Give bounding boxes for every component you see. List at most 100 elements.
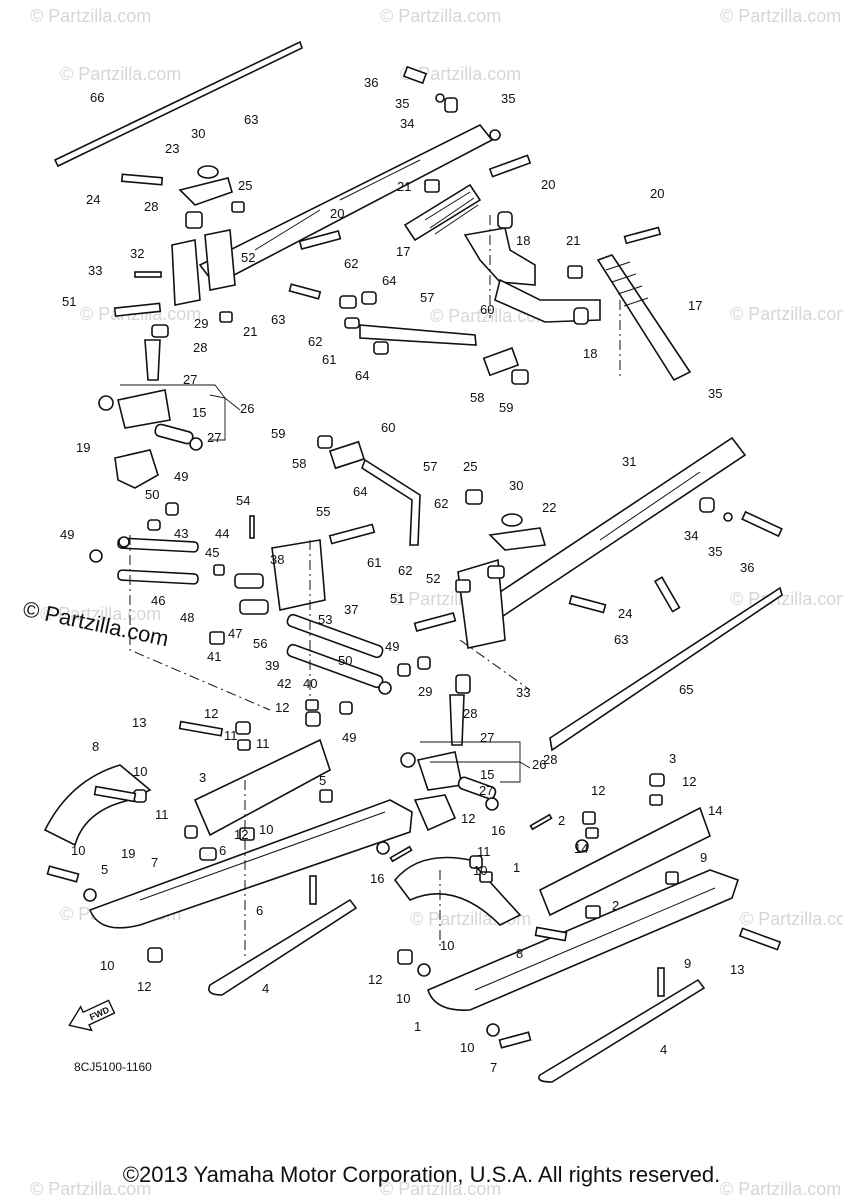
callout-label: 63 bbox=[244, 112, 258, 127]
callout-label: 5 bbox=[101, 862, 108, 877]
copyright-notice: ©2013 Yamaha Motor Corporation, U.S.A. A… bbox=[122, 1162, 721, 1187]
callout-label: 66 bbox=[90, 90, 104, 105]
callout-label: 7 bbox=[151, 855, 158, 870]
callout-label: 10 bbox=[396, 991, 410, 1006]
callout-label: 49 bbox=[385, 639, 399, 654]
callout-label: 26 bbox=[532, 757, 546, 772]
callout-label: 7 bbox=[490, 1060, 497, 1075]
part-3-ski-bracket-left bbox=[193, 738, 331, 837]
watermark: © Partzilla.com bbox=[40, 604, 161, 624]
callout-label: 59 bbox=[499, 400, 513, 415]
callout-label: 1 bbox=[513, 860, 520, 875]
part-3-ski-bracket-right bbox=[538, 806, 711, 917]
callout-label: 36 bbox=[364, 75, 378, 90]
watermark: © Partzilla.com bbox=[30, 1179, 151, 1199]
watermark: © Partzilla.com bbox=[720, 6, 841, 26]
callout-label: 23 bbox=[165, 141, 179, 156]
callout-label: 27 bbox=[479, 783, 493, 798]
watermark: © Partzilla.com bbox=[380, 1179, 501, 1199]
callout-label: 33 bbox=[516, 685, 530, 700]
callout-label: 1 bbox=[414, 1019, 421, 1034]
callout-label: 35 bbox=[501, 91, 515, 106]
callout-label: 26 bbox=[240, 401, 254, 416]
callout-label: 6 bbox=[219, 843, 226, 858]
callout-label: 4 bbox=[660, 1042, 667, 1057]
callout-label: 15 bbox=[480, 767, 494, 782]
callout-label: 10 bbox=[133, 764, 147, 779]
callout-label: 48 bbox=[180, 610, 194, 625]
callout-label: 47 bbox=[228, 626, 242, 641]
callout-label: 5 bbox=[319, 773, 326, 788]
callout-label: 25 bbox=[238, 178, 252, 193]
callout-label: 52 bbox=[241, 250, 255, 265]
callout-label: 32 bbox=[130, 246, 144, 261]
callout-label: 16 bbox=[370, 871, 384, 886]
callout-label: 50 bbox=[145, 487, 159, 502]
callout-label: 12 bbox=[591, 783, 605, 798]
diagram-reference-code: 8CJ5100-1160 bbox=[74, 1060, 152, 1074]
part-4-runner-left bbox=[208, 898, 358, 996]
callout-label: 44 bbox=[215, 526, 229, 541]
callout-label: 54 bbox=[236, 493, 250, 508]
callout-label: 12 bbox=[682, 774, 696, 789]
part-2-handle-left bbox=[43, 764, 152, 847]
callout-label: 59 bbox=[271, 426, 285, 441]
callout-label: 41 bbox=[207, 649, 221, 664]
callout-label: 16 bbox=[491, 823, 505, 838]
callout-label: 22 bbox=[542, 500, 556, 515]
callout-label: 12 bbox=[461, 811, 475, 826]
parts-drawing bbox=[43, 40, 783, 1083]
watermark: © Partzilla.com bbox=[30, 6, 151, 26]
callout-label: 35 bbox=[708, 544, 722, 559]
callout-label: 58 bbox=[292, 456, 306, 471]
callout-label: 21 bbox=[566, 233, 580, 248]
callout-label: 20 bbox=[330, 206, 344, 221]
callout-label: 11 bbox=[256, 736, 270, 751]
callout-label: 62 bbox=[398, 563, 412, 578]
callout-label: 65 bbox=[679, 682, 693, 697]
callout-label: 64 bbox=[353, 484, 367, 499]
callout-label: 14 bbox=[574, 841, 588, 856]
part-1-ski-right bbox=[427, 869, 740, 1011]
callout-label: 17 bbox=[396, 244, 410, 259]
callout-label: 13 bbox=[132, 715, 146, 730]
callout-label: 43 bbox=[174, 526, 188, 541]
callout-label: 2 bbox=[612, 898, 619, 913]
callout-label: 9 bbox=[684, 956, 691, 971]
callout-label: 63 bbox=[614, 632, 628, 647]
callout-label: 21 bbox=[397, 179, 411, 194]
callout-label: 60 bbox=[381, 420, 395, 435]
callout-label: 20 bbox=[650, 186, 664, 201]
callout-label: 36 bbox=[740, 560, 754, 575]
callout-label: 20 bbox=[541, 177, 555, 192]
callout-label: 61 bbox=[322, 352, 336, 367]
callout-label: 12 bbox=[234, 827, 248, 842]
callout-label: 51 bbox=[390, 591, 404, 606]
callout-label: 10 bbox=[473, 863, 487, 878]
callout-label: 28 bbox=[144, 199, 158, 214]
callout-label: 62 bbox=[434, 496, 448, 511]
callout-label: 50 bbox=[338, 653, 352, 668]
callout-label: 64 bbox=[382, 273, 396, 288]
callout-label: 27 bbox=[207, 430, 221, 445]
callout-label: 21 bbox=[243, 324, 257, 339]
callout-label: 19 bbox=[121, 846, 135, 861]
callout-label: 45 bbox=[205, 545, 219, 560]
callout-label: 10 bbox=[100, 958, 114, 973]
callout-label: 51 bbox=[62, 294, 76, 309]
callout-label: 28 bbox=[193, 340, 207, 355]
callout-label: 3 bbox=[669, 751, 676, 766]
watermark: © Partzilla.com bbox=[740, 909, 843, 929]
part-4-runner-right bbox=[538, 978, 706, 1083]
callout-label: 12 bbox=[204, 706, 218, 721]
callout-label: 53 bbox=[318, 612, 332, 627]
callout-label: 58 bbox=[470, 390, 484, 405]
callout-label: 24 bbox=[86, 192, 100, 207]
callout-label: 30 bbox=[191, 126, 205, 141]
callout-label: 31 bbox=[622, 454, 636, 469]
callout-label: 8 bbox=[516, 946, 523, 961]
callout-label: 10 bbox=[440, 938, 454, 953]
callout-label: 49 bbox=[60, 527, 74, 542]
callout-label: 10 bbox=[460, 1040, 474, 1055]
